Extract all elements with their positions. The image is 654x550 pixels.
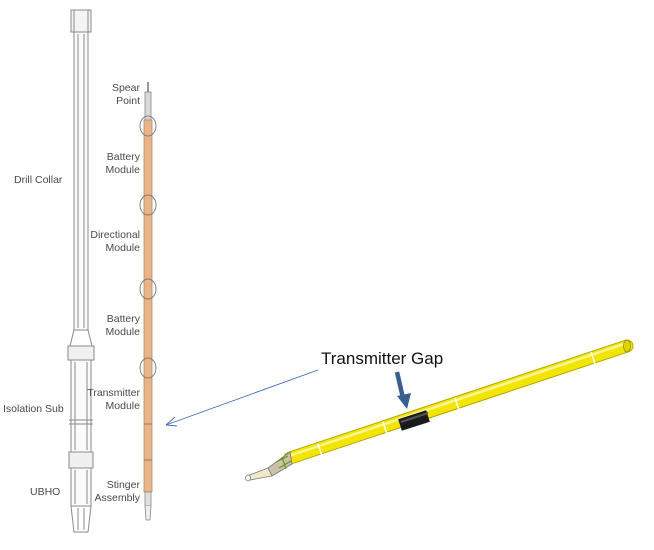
tool-end-cap — [623, 339, 631, 353]
isolation-sub-top — [67, 345, 95, 361]
label-transmitter-gap: Transmitter Gap — [321, 349, 443, 368]
isolation-sub-body — [70, 359, 92, 453]
label-module-3: Module — [106, 326, 141, 338]
label-transmitter: Transmitter — [87, 387, 140, 399]
callout-arrowhead — [397, 393, 411, 409]
ubho-top — [68, 451, 94, 469]
drill-collar-body — [73, 31, 89, 331]
label-battery-1: Battery — [107, 151, 141, 163]
label-battery-2: Battery — [107, 313, 141, 325]
callout-arrow — [394, 371, 411, 409]
stinger-body — [144, 491, 152, 507]
label-assembly: Assembly — [94, 492, 140, 504]
label-isolation-sub: Isolation Sub — [3, 403, 64, 415]
probe-tool — [139, 82, 157, 521]
joint-circle — [139, 115, 157, 137]
label-ubho: UBHO — [30, 486, 60, 498]
joint-circle — [139, 194, 157, 216]
ubho-pin — [70, 505, 92, 533]
label-module-4: Module — [106, 400, 141, 412]
label-stinger: Stinger — [107, 479, 141, 491]
ubho-body — [70, 467, 92, 507]
label-module-2: Module — [106, 242, 141, 254]
pointer-arrow — [165, 369, 319, 427]
label-directional: Directional — [90, 229, 140, 241]
label-module-1: Module — [106, 164, 141, 176]
stinger-tip — [144, 505, 152, 521]
joint-circle — [139, 357, 157, 379]
yellow-tool-body — [284, 340, 633, 464]
label-drill-collar: Drill Collar — [14, 174, 63, 186]
yellow-tool-3d — [245, 339, 634, 482]
transmitter-gap-band — [398, 410, 430, 431]
label-spear: Spear — [112, 82, 141, 94]
probe-body — [143, 119, 153, 493]
tool-stinger-section — [267, 451, 293, 477]
label-point: Point — [116, 95, 140, 107]
drill-collar-assembly — [67, 9, 95, 533]
joint-circle — [139, 278, 157, 300]
pointer-arrowhead — [165, 416, 178, 427]
